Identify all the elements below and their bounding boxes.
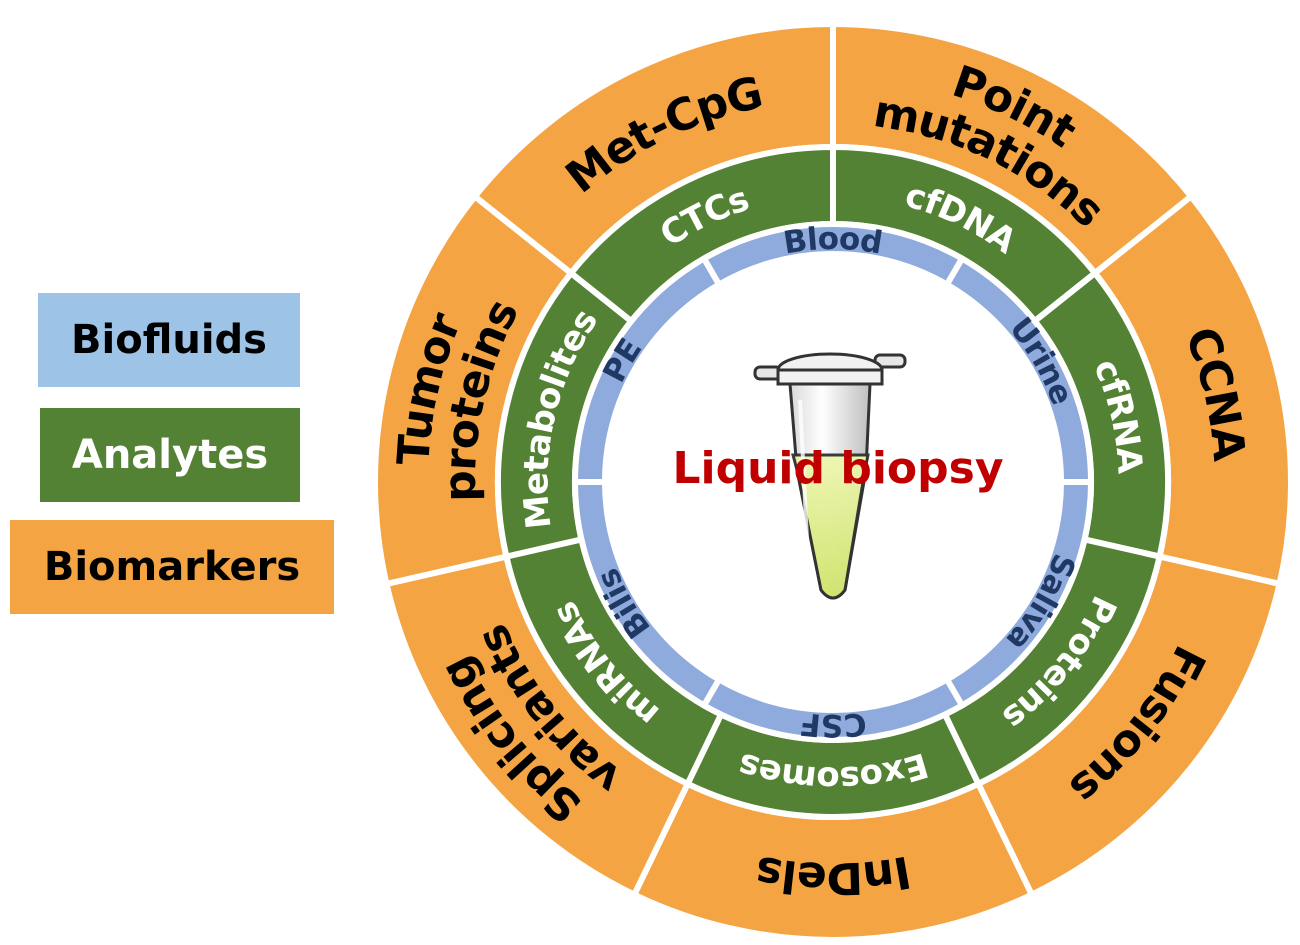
center-title: Liquid biopsy	[672, 443, 1003, 494]
microtube-icon	[753, 352, 907, 600]
legend-analytes-label: Analytes	[71, 432, 269, 478]
legend-biomarkers: Biomarkers	[10, 520, 334, 614]
biomarkers-label: InDels	[752, 846, 915, 904]
biofluids-label: CSF	[798, 705, 868, 743]
analytes-ring: cfDNAcfRNAProteinsExosomesmiRNAsMetaboli…	[495, 143, 1171, 820]
biomarkers-ring: PointmutationsCCNAFusionsInDelsSplicingv…	[372, 20, 1295, 944]
legend-analytes: Analytes	[40, 408, 300, 502]
legend-biofluids-label: Biofluids	[71, 317, 267, 363]
legend-biofluids: Biofluids	[38, 293, 300, 387]
legend-biomarkers-label: Biomarkers	[43, 544, 301, 590]
